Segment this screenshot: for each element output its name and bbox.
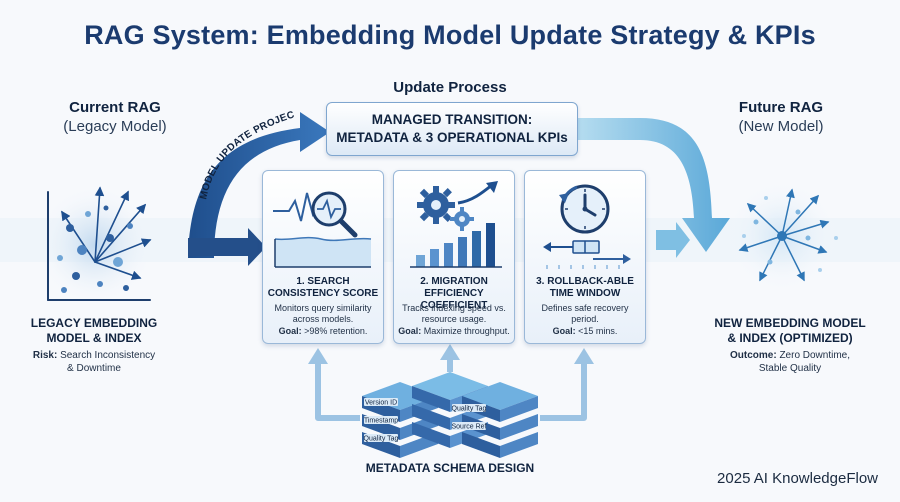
kpi-card-search-consistency: 1. SEARCH CONSISTENCY SCORE Monitors que… — [262, 170, 384, 344]
kpi-1-title-line1: 1. SEARCH — [296, 276, 350, 287]
outcome-line2: Stable Quality — [758, 363, 822, 374]
legacy-to-cards-arrow — [188, 228, 266, 266]
legacy-label-line2: MODEL & INDEX — [46, 331, 142, 345]
metadata-schema-label: METADATA SCHEMA DESIGN — [365, 461, 535, 475]
cards-to-future-arrow — [656, 222, 690, 258]
kpi-3-desc-line2: period. — [571, 314, 599, 324]
kpi-2-title-line2: EFFICIENCY COEFFICIENT — [420, 288, 488, 311]
kpi-3-title-line1: 3. ROLLBACK-ABLE — [536, 276, 634, 287]
legacy-model-label: LEGACY EMBEDDING MODEL & INDEX Risk: Sea… — [14, 316, 174, 375]
kpi-1-desc-line1: Monitors query similarity — [274, 303, 372, 313]
managed-transition-box: MANAGED TRANSITION: METADATA & 3 OPERATI… — [326, 102, 578, 156]
kpi-2-desc-line2: resource usage. — [421, 314, 487, 324]
kpi-1-desc-line2: across models. — [292, 314, 354, 324]
metadata-tag-quality: Quality Tag — [364, 436, 399, 443]
outcome-label: Outcome: — [729, 350, 777, 361]
new-label-line2: & INDEX (OPTIMIZED) — [727, 331, 853, 345]
metadata-database-icon: Version ID Timestamp Quality Tag Quality… — [362, 372, 538, 458]
kpi-card-rollback-window: 3. ROLLBACK-ABLE TIME WINDOW Defines saf… — [524, 170, 646, 344]
current-rag-heading: Current RAG (Legacy Model) — [63, 99, 167, 135]
kpi-2-goal-value: Maximize throughput. — [423, 326, 510, 336]
kpi-2-desc-line1: Tracks indexing speed vs. — [402, 303, 506, 313]
clock-timeline-icon — [543, 184, 631, 269]
kpi-2-title-line1: 2. MIGRATION — [420, 276, 488, 287]
magnifier-waveform-icon — [273, 191, 372, 268]
kpi-3-goal-value: <15 mins. — [578, 326, 618, 336]
legacy-scatter-icon — [47, 186, 152, 301]
page-title: RAG System: Embedding Model Update Strat… — [84, 20, 816, 50]
credit-text: 2025 AI KnowledgeFlow — [717, 470, 878, 487]
metadata-tag-timestamp: Timestamp — [364, 418, 398, 425]
gears-bar-chart-icon — [410, 181, 502, 268]
metadata-tag-version-id: Version ID — [365, 400, 397, 407]
kpi-3-desc-line1: Defines safe recovery — [541, 303, 629, 313]
future-rag-heading: Future RAG (New Model) — [738, 99, 824, 135]
kpi-1-title-line2: CONSISTENCY SCORE — [267, 288, 379, 299]
kpi-2-goal-label: Goal: — [398, 326, 422, 336]
kpi-card-migration-efficiency: 2. MIGRATION EFFICIENCY COEFFICIENT Trac… — [393, 170, 515, 344]
new-label-line1: NEW EMBEDDING MODEL — [714, 316, 866, 330]
new-model-label: NEW EMBEDDING MODEL & INDEX (OPTIMIZED) … — [700, 316, 880, 375]
kpi-3-title-line2: TIME WINDOW — [549, 288, 621, 299]
future-curve-arrow — [576, 118, 730, 252]
metadata-tag-source-ref: Source Ref — [451, 424, 486, 431]
outcome-line1: Zero Downtime, — [779, 350, 851, 361]
kpi-1-goal-value: >98% retention. — [304, 326, 368, 336]
risk-line1: Search Inconsistency — [60, 350, 156, 361]
kpi-3-goal-label: Goal: — [552, 326, 576, 336]
legacy-label-line1: LEGACY EMBEDDING — [30, 316, 158, 330]
risk-label: Risk: — [32, 350, 58, 361]
future-radial-icon — [738, 188, 838, 282]
risk-line2: & Downtime — [67, 363, 121, 374]
metadata-tag-quality-center: Quality Tag — [452, 406, 487, 413]
kpi-1-goal-label: Goal: — [278, 326, 302, 336]
update-process-title: Update Process — [393, 79, 507, 96]
